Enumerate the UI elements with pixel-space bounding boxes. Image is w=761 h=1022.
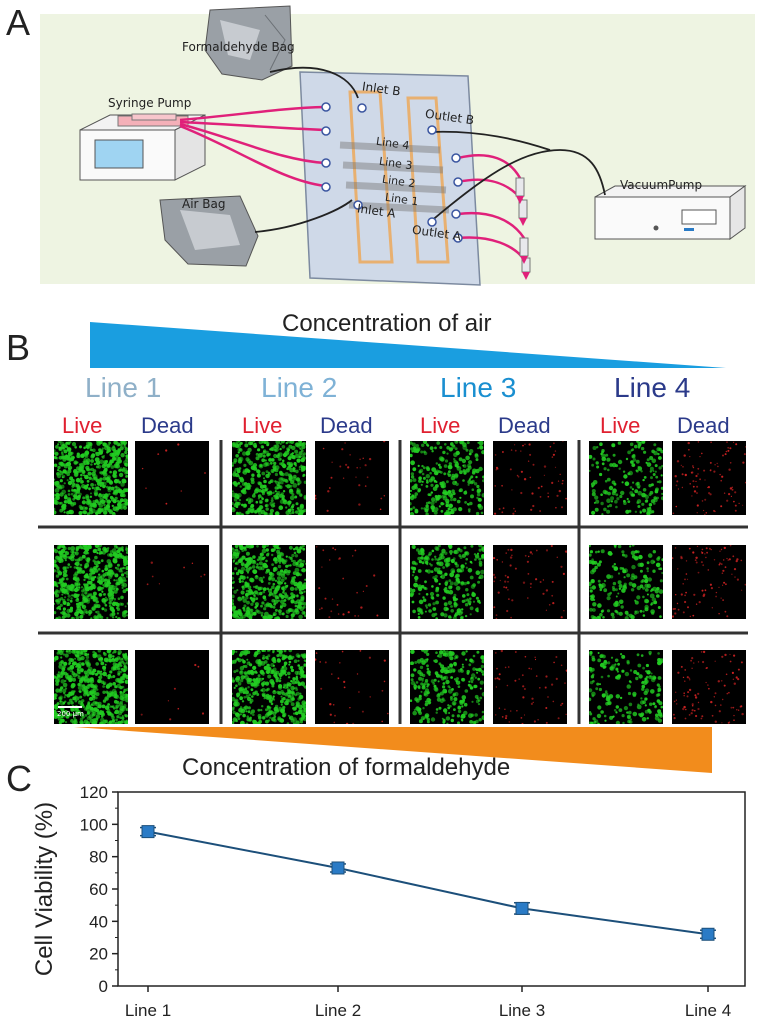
x-tick-label: Line 4 [685,1001,731,1020]
live-stain-image-line-1-row-1 [54,441,128,515]
panel-a-letter: A [6,2,31,43]
collection-tubes-icon [515,177,531,280]
y-axis-label: Cell Viability (%) [31,802,58,976]
live-stain-image-line-3-row-3 [410,650,484,724]
dead-stain-image-line-4-row-1 [672,441,746,515]
panel-c-letter: C [6,758,32,799]
scale-bar-label: 200 µm [57,710,84,718]
live-stain-image-line-3-row-1 [410,441,484,515]
microfluidic-chip [299,71,481,286]
microscopy-grid-lines [38,440,748,724]
y-tick-label: 60 [89,880,108,899]
air-gradient-wedge [90,322,726,368]
dead-stain-image-line-4-row-2 [672,545,746,619]
live-stain-image-line-2-row-2 [232,545,306,619]
live-stain-image-line-4-row-2 [589,545,663,619]
dead-stain-image-line-1-row-2 [135,545,209,619]
formaldehyde-gradient-wedge [74,727,712,773]
panel-b-letter: B [6,327,31,368]
data-point [515,901,529,915]
line-2-header: Line 2 [261,372,338,403]
x-tick-label: Line 2 [315,1001,361,1020]
line-4-header: Line 4 [614,372,691,403]
y-tick-label: 40 [89,912,108,931]
scale-bar [58,706,82,708]
dead-stain-image-line-3-row-1 [493,441,567,515]
vacuum-pump-icon [594,185,747,240]
dead-stain-image-line-3-row-3 [493,650,567,724]
y-tick-label: 120 [80,783,108,802]
live-stain-image-line-2-row-1 [232,441,306,515]
dead-stain-image-line-2-row-3 [315,650,389,724]
formaldehyde-gradient-label: Concentration of formaldehyde [182,754,511,781]
line-1-dead-label: Dead [141,413,194,438]
dead-stain-image-line-3-row-2 [493,545,567,619]
series-line [147,830,709,936]
data-point [701,927,715,941]
data-point [331,861,345,875]
x-tick-label: Line 1 [125,1001,171,1020]
syringe-pump-label: Syringe Pump [108,96,192,110]
line-3-header: Line 3 [440,372,517,403]
line-2-live-label: Live [242,413,283,438]
line-1-live-label: Live [62,413,103,438]
line-4-live-label: Live [600,413,641,438]
syringe-pump-icon [79,113,206,181]
dead-stain-image-line-1-row-3 [135,650,209,724]
y-tick-label: 80 [89,848,108,867]
line-2-dead-label: Dead [320,413,373,438]
formaldehyde-bag-label: Formaldehyde Bag [182,40,295,54]
air-bag-icon [159,195,259,267]
line-3-live-label: Live [420,413,461,438]
y-tick-label: 0 [99,977,108,996]
dead-stain-image-line-2-row-1 [315,441,389,515]
dead-stain-image-line-1-row-1 [135,441,209,515]
live-stain-image-line-4-row-3 [589,650,663,724]
vacuum-pump-label: VacuumPump [620,178,703,192]
air-gradient-label: Concentration of air [282,310,492,337]
y-tick-label: 100 [80,815,108,834]
live-stain-image-line-3-row-2 [410,545,484,619]
live-stain-image-line-1-row-2 [54,545,128,619]
data-point [141,825,155,839]
dead-stain-image-line-4-row-3 [672,650,746,724]
line-1-header: Line 1 [85,372,162,403]
live-stain-image-line-1-row-3 [54,650,128,724]
x-tick-label: Line 3 [499,1001,545,1020]
live-stain-image-line-4-row-1 [589,441,663,515]
dead-stain-image-line-2-row-2 [315,545,389,619]
air-bag-label: Air Bag [182,197,226,211]
line-4-dead-label: Dead [677,413,730,438]
formaldehyde-bag-icon [204,5,293,81]
line-3-dead-label: Dead [498,413,551,438]
microfluidic-setup-diagram [79,5,747,286]
live-stain-image-line-2-row-3 [232,650,306,724]
y-tick-label: 20 [89,945,108,964]
